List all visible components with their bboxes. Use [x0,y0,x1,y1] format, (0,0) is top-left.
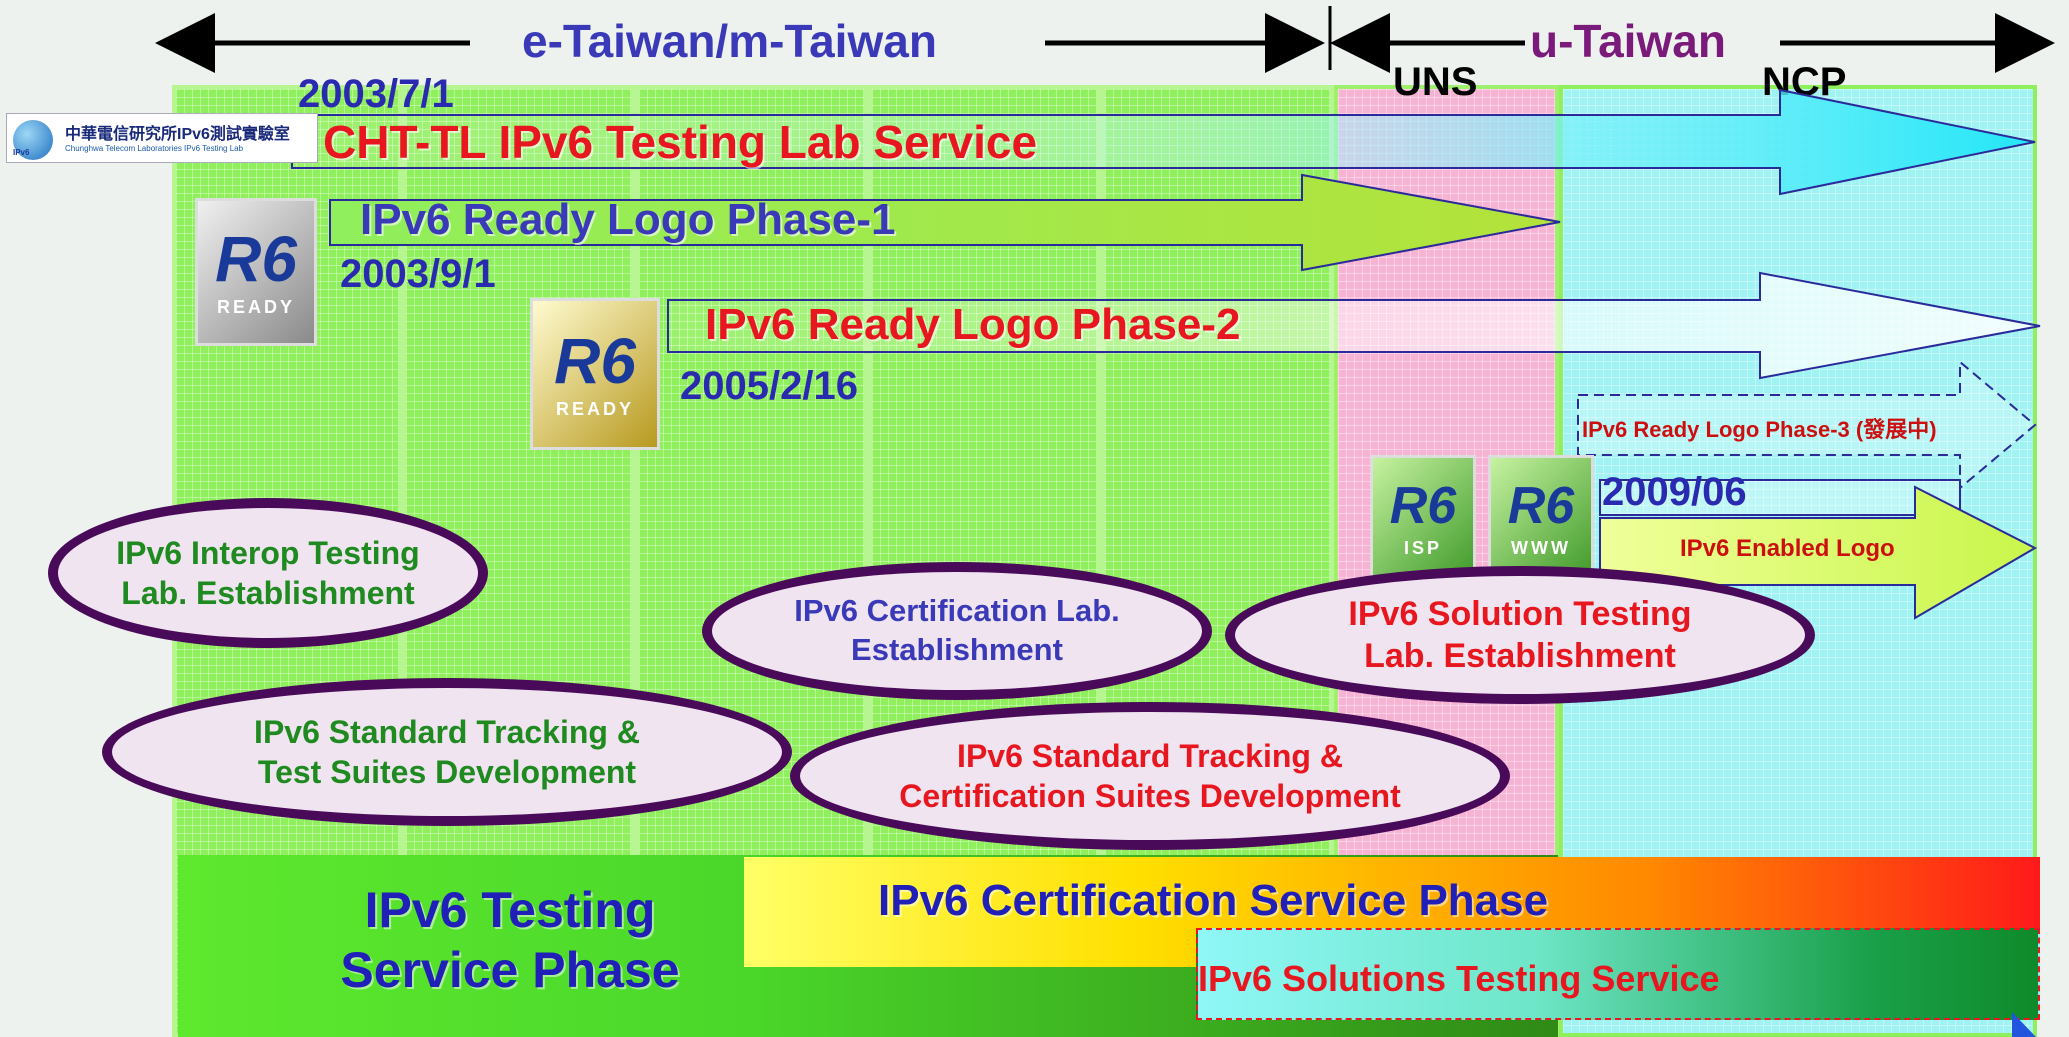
cloud-interop-line2: Lab. Establishment [121,575,415,611]
cloud-certification-lab: IPv6 Certification Lab. Establishment [712,572,1202,690]
cht-logo-en: Chunghwa Telecom Laboratories IPv6 Testi… [65,144,244,153]
cloud-standard-cert-suites: IPv6 Standard Tracking & Certification S… [800,712,1500,840]
uns-label: UNS [1393,60,1478,104]
ipv6-logo-icon: R6 [554,324,636,397]
ipv6-globe-icon [13,120,53,160]
cht-logo-cn: 中華電信研究所IPv6測試實驗室 [65,126,290,143]
cloud-std-cert-line1: IPv6 Standard Tracking & [957,738,1343,774]
phase2-arrow [667,271,2041,380]
cloud-solution-lab: IPv6 Solution Testing Lab. Establishment [1235,576,1805,694]
corner-triangle-icon [2012,1012,2036,1037]
phase1-arrow [329,173,1561,272]
cloud-cert-line1: IPv6 Certification Lab. [794,593,1120,629]
enabled-label: IPv6 Enabled Logo [1680,535,1895,562]
era-e-taiwan-title: e-Taiwan/m-Taiwan [522,15,937,67]
testing-phase-label: IPv6 Testing Service Phase [300,880,720,1000]
phase3-label: IPv6 Ready Logo Phase-3 (發展中) [1582,417,1937,442]
cloud-std-test-line1: IPv6 Standard Tracking & [254,714,640,750]
cht-logo-badge: IPv6 [13,148,30,157]
cloud-std-cert-line2: Certification Suites Development [899,778,1401,814]
phase1-label: IPv6 Ready Logo Phase-1 [360,195,896,244]
testing-phase-line1: IPv6 Testing [364,882,656,938]
cht-lab-arrow [291,88,2036,196]
cloud-cert-line2: Establishment [851,632,1063,667]
cloud-interop-lab: IPv6 Interop Testing Lab. Establishment [58,508,478,638]
phase1-date: 2003/9/1 [340,252,496,296]
cht-lab-date: 2003/7/1 [298,72,454,116]
cloud-std-test-line2: Test Suites Development [257,754,637,790]
certification-phase-label: IPv6 Certification Service Phase [878,876,1549,925]
ipv6-logo-icon: R6 [1507,476,1575,535]
cloud-solution-line2: Lab. Establishment [1364,637,1676,675]
timeline-arrows [291,88,2041,620]
testing-phase-line2: Service Phase [340,942,680,998]
enabled-date: 2009/06 [1602,470,1747,514]
enabled-logo-www: WWW [1511,537,1571,558]
era-timeline-arrows [155,6,2055,73]
phase2-date: 2005/2/16 [680,364,858,408]
phase2-label: IPv6 Ready Logo Phase-2 [705,300,1241,349]
era-u-taiwan-title: u-Taiwan [1530,15,1726,67]
cht-lab-label: CHT-TL IPv6 Testing Lab Service [323,116,1038,168]
solutions-phase-label: IPv6 Solutions Testing Service [1198,958,1720,999]
ipv6-ready-logo-phase2: R6 READY [530,298,660,450]
enabled-logo-isp: ISP [1403,537,1442,558]
cloud-solution-line1: IPv6 Solution Testing [1348,594,1692,633]
ipv6-enabled-www-logo: R6 WWW [1488,455,1594,583]
ipv6-logo-icon: R6 [215,222,297,295]
phase1-logo-text: READY [216,296,295,317]
phase3-arrow [1577,359,2037,491]
cloud-interop-line1: IPv6 Interop Testing [116,535,420,571]
cht-lab-logo: IPv6 中華電信研究所IPv6測試實驗室 Chunghwa Telecom L… [6,113,318,163]
ipv6-logo-icon: R6 [1389,476,1457,535]
solutions-testing-service-bar [1196,928,2040,1020]
phase2-logo-text: READY [555,398,634,419]
ipv6-enabled-isp-logo: R6 ISP [1370,455,1476,583]
ipv6-ready-logo-phase1: R6 READY [195,198,317,346]
cloud-standard-test-suites: IPv6 Standard Tracking & Test Suites Dev… [112,688,782,816]
